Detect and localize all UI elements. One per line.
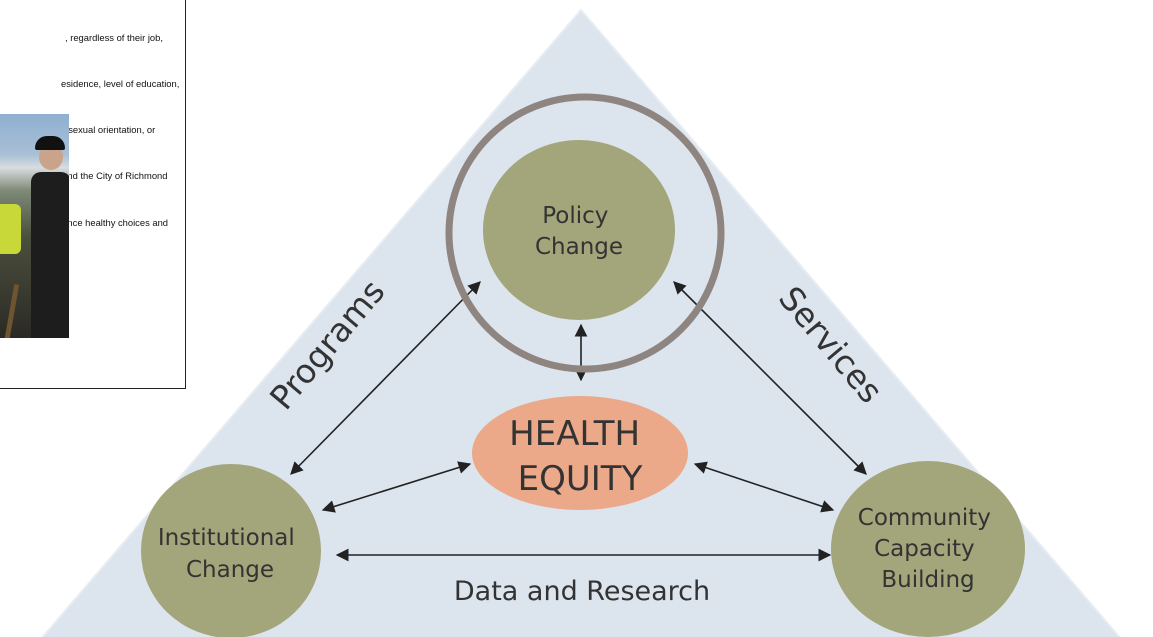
arrow-center-to-right [693,461,835,513]
community-node-label: Community Capacity Building [858,505,998,593]
community-node-line: Capacity [874,536,975,562]
node-community-capacity-building [831,461,1025,637]
arrow-center-to-left [321,461,472,513]
node-health-equity [472,396,688,510]
health-equity-line: HEALTH [509,414,640,454]
health-equity-line: EQUITY [518,459,643,499]
document-page-fragment: , regardless of their job, esidence, lev… [0,0,186,389]
photo-person-cap [35,136,65,150]
photo-person-body [31,172,69,338]
community-node-line: Building [881,567,974,593]
arrow-top-to-left [290,281,481,475]
arrow-top-to-right [673,281,867,475]
policy-node-line: Change [535,234,623,260]
document-text: , regardless of their job, esidence, lev… [5,0,183,307]
document-photo [0,114,69,338]
institutional-node-line: Change [186,557,274,583]
document-line: , regardless of their job, [65,31,163,43]
policy-highlight-ring [445,93,725,373]
institutional-node-label: Institutional Change [158,525,302,583]
document-line: esidence, level of education, [61,78,180,90]
bottom-side-label: Data and Research [454,576,710,607]
photo-person-vest [0,204,21,254]
node-policy-change [483,140,675,320]
policy-node-line: Policy [542,203,608,229]
policy-node-label: Policy Change [535,203,623,260]
node-institutional-change [141,464,321,637]
document-line: nance healthy choices and [57,216,169,228]
health-equity-label: HEALTH EQUITY [509,414,651,499]
community-node-line: Community [858,505,991,531]
institutional-node-line: Institutional [158,525,295,551]
